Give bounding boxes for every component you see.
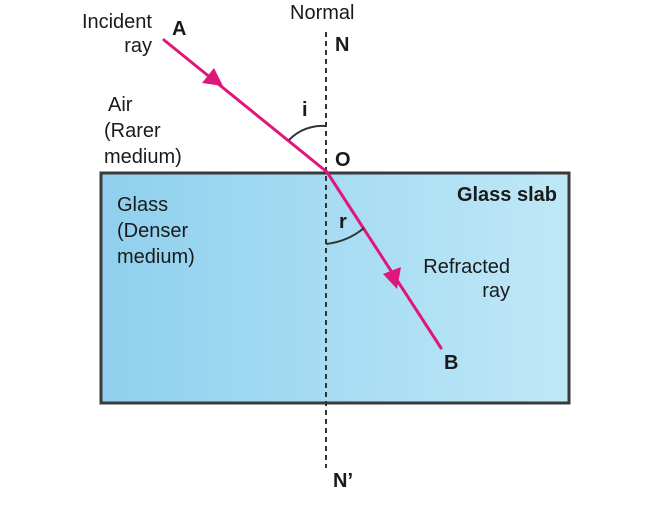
air-label-line2: (Rarer bbox=[104, 120, 161, 142]
glass-label-line1: Glass bbox=[117, 194, 168, 216]
angle-r-label: r bbox=[339, 211, 347, 233]
angle-r-arc bbox=[325, 227, 365, 245]
glass-slab bbox=[99, 171, 571, 405]
incident-ray bbox=[162, 38, 329, 174]
refracted-ray-label-line1: Refracted bbox=[423, 256, 510, 278]
air-label-line1: Air bbox=[108, 94, 133, 116]
point-b-label: B bbox=[444, 352, 458, 374]
point-a-label: A bbox=[172, 18, 186, 40]
point-o-label: O bbox=[335, 149, 351, 171]
air-label-line3: medium) bbox=[104, 146, 182, 168]
incident-ray-label-line1: Incident bbox=[82, 11, 152, 33]
point-n-label: N bbox=[335, 34, 349, 56]
point-n-prime-label: N’ bbox=[333, 470, 353, 492]
incident-ray-label-line2: ray bbox=[124, 35, 152, 57]
glass-label-line2: (Denser bbox=[117, 220, 188, 242]
refracted-ray bbox=[325, 170, 443, 350]
glass-label-line3: medium) bbox=[117, 246, 195, 268]
angle-i-label: i bbox=[302, 99, 308, 121]
angle-i-arc bbox=[288, 124, 327, 141]
refracted-ray-label-line2: ray bbox=[482, 280, 510, 302]
normal-label: Normal bbox=[290, 2, 354, 24]
glass-slab-label: Glass slab bbox=[457, 184, 557, 206]
refracted-ray-arrowhead bbox=[383, 267, 401, 289]
incident-ray-arrowhead bbox=[202, 68, 223, 86]
